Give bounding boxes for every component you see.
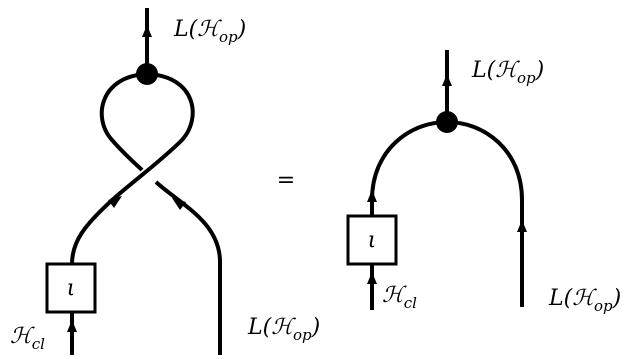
rhs-bottom-left-label: ℋcl bbox=[382, 283, 417, 312]
rhs-multiplication-node bbox=[436, 111, 458, 133]
rhs-input-arrow-icon bbox=[367, 272, 377, 284]
equals-sign: = bbox=[277, 168, 295, 193]
rhs-right-strand-arrow-icon bbox=[517, 220, 527, 232]
lhs-right-strand bbox=[154, 180, 222, 355]
lhs-bottom-right-label: L(ℋop) bbox=[247, 315, 320, 344]
lhs-left-strand-arrow-icon bbox=[108, 196, 122, 208]
lhs-bottom-left-label: ℋcl bbox=[10, 324, 45, 353]
rhs-iota-box bbox=[346, 214, 398, 266]
rhs-diagram: ι L(ℋop) ℋcl L(ℋop) bbox=[346, 50, 621, 315]
rhs-iota-label: ι bbox=[368, 228, 377, 253]
rhs-output-arrow-icon bbox=[442, 74, 452, 86]
rhs-bottom-right-label: L(ℋop) bbox=[548, 286, 621, 315]
rhs-top-label: L(ℋop) bbox=[471, 58, 544, 87]
lhs-multiplication-node bbox=[136, 63, 158, 85]
lhs-loop-right-branch bbox=[70, 72, 195, 265]
lhs-top-label: L(ℋop) bbox=[173, 17, 246, 46]
lhs-loop-left-branch bbox=[99, 72, 148, 172]
lhs-diagram: ι L(ℋop) ℋcl L(ℋop) bbox=[10, 8, 320, 355]
lhs-right-strand-arrow-icon bbox=[172, 198, 186, 210]
lhs-iota-label: ι bbox=[67, 276, 76, 301]
lhs-output-arrow-icon bbox=[142, 25, 152, 37]
rhs-left-arc-arrow-icon bbox=[367, 190, 377, 202]
lhs-input-arrow-icon bbox=[67, 320, 77, 332]
lhs-iota-box bbox=[45, 262, 97, 314]
